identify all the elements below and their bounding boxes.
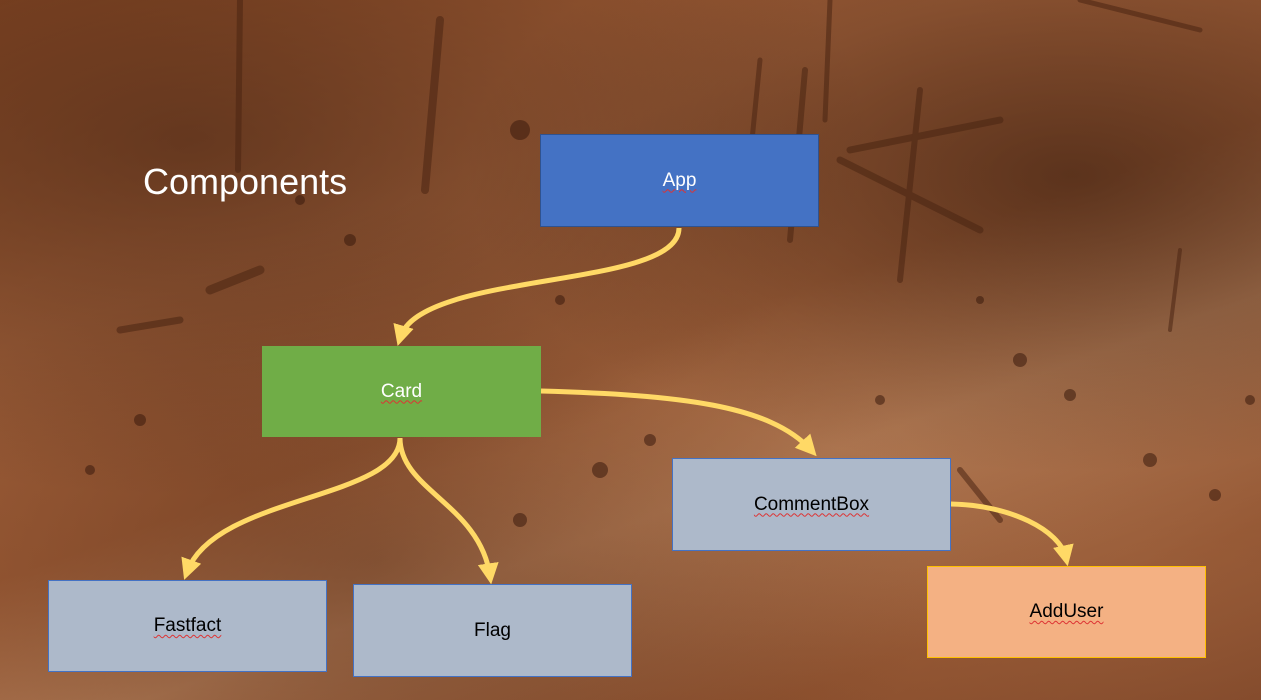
node-card-label: Card bbox=[380, 380, 423, 402]
node-fastfact-label: Fastfact bbox=[153, 615, 222, 636]
node-card: Card bbox=[262, 346, 541, 437]
diagram-title: Components bbox=[143, 161, 348, 202]
node-app: App bbox=[540, 134, 819, 227]
node-fastfact: Fastfact bbox=[48, 580, 327, 672]
node-commentbox-label: CommentBox bbox=[753, 493, 870, 515]
node-app-label: App bbox=[662, 169, 697, 191]
node-adduser-label: AddUser bbox=[1029, 601, 1104, 622]
node-commentbox: CommentBox bbox=[672, 458, 951, 551]
node-flag: Flag bbox=[353, 584, 632, 677]
node-flag-label: Flag bbox=[474, 619, 511, 641]
node-adduser: AddUser bbox=[927, 566, 1206, 658]
